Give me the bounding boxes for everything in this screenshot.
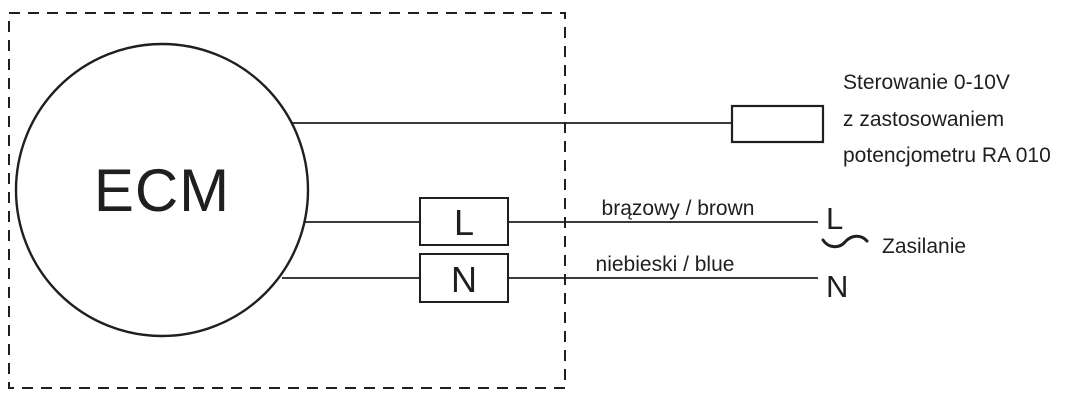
supply-neutral-terminal-label: N: [826, 269, 848, 304]
neutral-wire-color-label: niebieski / blue: [596, 253, 735, 276]
ac-supply-sine-icon: [821, 234, 869, 249]
motor-module-dashed-boundary: [8, 12, 566, 389]
live-wire-color-label: brązowy / brown: [602, 197, 755, 220]
motor-circle-symbol: [14, 42, 310, 338]
supply-label: Zasilanie: [882, 235, 966, 258]
supply-live-terminal-label: L: [826, 201, 843, 236]
control-note-line2: z zastosowaniem: [843, 108, 1004, 131]
control-note-line3: potencjometru RA 010: [843, 144, 1051, 167]
control-connector-box: [730, 104, 825, 144]
neutral-terminal-box-label: N: [451, 259, 477, 300]
live-terminal-box-label: L: [454, 202, 474, 243]
control-note-line1: Sterowanie 0-10V: [843, 71, 1010, 94]
motor-label: ECM: [94, 157, 230, 224]
